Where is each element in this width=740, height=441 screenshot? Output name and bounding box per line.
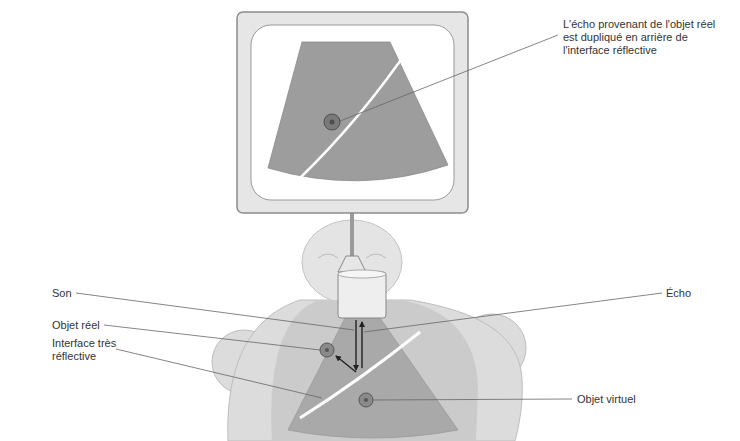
monitor-frame <box>237 12 468 213</box>
leader-line <box>104 325 320 350</box>
echo-arrow <box>361 322 362 368</box>
part-label: Objet réel <box>52 319 132 332</box>
virtual-object <box>359 393 373 407</box>
reflection-arrow <box>336 356 356 372</box>
virtual-object-center <box>364 398 368 402</box>
reflective-interface <box>300 332 420 418</box>
callout-note: L'écho provenant de l'objet réel est dup… <box>563 18 728 57</box>
probe-cable <box>350 213 354 256</box>
part-label: Interface très réflective <box>52 337 134 363</box>
screen-sector <box>268 42 448 181</box>
patient-figure <box>212 220 526 441</box>
real-object <box>320 343 334 357</box>
scan-sector <box>288 318 458 438</box>
probe-neck <box>338 256 366 272</box>
screen-echo <box>324 114 340 130</box>
part-label: Son <box>52 287 112 300</box>
screen-echo-center <box>330 120 335 125</box>
leader-line <box>373 399 572 400</box>
leader-line <box>116 349 322 398</box>
leader-line <box>340 35 558 121</box>
monitor-screen <box>251 25 454 200</box>
screen-interface <box>300 44 412 178</box>
real-object-center <box>325 348 329 352</box>
leader-line <box>76 293 354 330</box>
part-label: Objet virtuel <box>577 393 667 406</box>
leader-lines <box>76 35 662 400</box>
part-label: Écho <box>666 287 726 300</box>
torso <box>228 300 522 441</box>
leader-line <box>364 293 662 332</box>
sound-arrow <box>355 320 356 370</box>
probe-body <box>338 272 386 318</box>
probe-top <box>338 270 386 278</box>
